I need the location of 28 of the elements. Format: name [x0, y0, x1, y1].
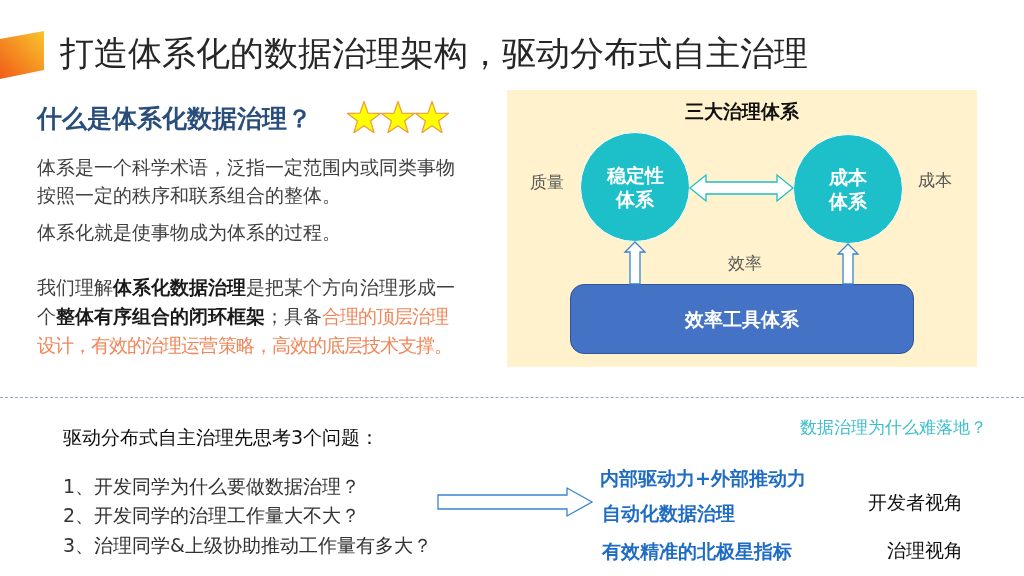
list-item: 3、治理同学&上级协助推动工作量有多大？ [63, 533, 432, 557]
panel [507, 90, 977, 367]
side-label: 效率 [728, 254, 762, 274]
note-text: 数据治理为什么难落地？ [800, 418, 987, 438]
node-label: 效率工具体系 [685, 307, 799, 331]
block-arrow [836, 243, 860, 285]
node-label: 成本体系 [829, 165, 867, 213]
paragraph: 我们理解体系化数据治理是把某个方向治理形成一个整体有序组合的闭环框架；具备合理的顶层治理设计，有效的治理运营策略，高效的底层技术支撑。 [37, 275, 456, 358]
block-arrow [688, 173, 795, 203]
paragraph: 体系是一个科学术语，泛指一定范围内或同类事物按照一定的秩序和联系组合的整体。 [37, 155, 456, 208]
side-label: 成本 [918, 171, 952, 191]
block-arrow [623, 241, 647, 285]
side-label: 质量 [530, 173, 564, 193]
paragraph: 体系化就是使事物成为体系的过程。 [37, 220, 342, 245]
section-heading: 什么是体系化数据治理？ [37, 104, 312, 134]
node-label: 稳定性体系 [606, 163, 664, 211]
panel-title: 三大治理体系 [685, 100, 799, 123]
perspective-label: 开发者视角 [868, 491, 963, 514]
page-title: 打造体系化的数据治理架构，驱动分布式自主治理 [60, 33, 808, 74]
list-item: 1、开发同学为什么要做数据治理？ [63, 474, 361, 498]
process-box [570, 284, 914, 354]
block-arrow [437, 486, 594, 518]
section-heading: 驱动分布式自主治理先思考3个问题： [63, 426, 380, 449]
highlight-text: 有效精准的北极星指标 [602, 539, 792, 563]
highlight-text: 自动化数据治理 [602, 501, 735, 525]
perspective-label: 治理视角 [887, 539, 963, 562]
list-item: 2、开发同学的治理工作量大不大？ [63, 503, 361, 527]
highlight-text: 内部驱动力+外部推动力 [600, 466, 806, 490]
